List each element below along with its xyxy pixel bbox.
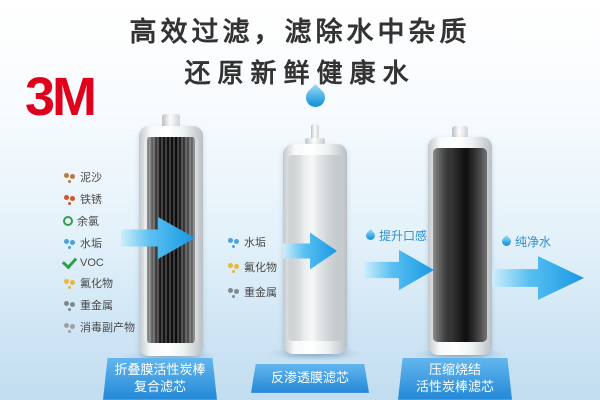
taste-improve-label: 提升口感 xyxy=(364,227,428,244)
list-item: 余氯 xyxy=(63,213,135,229)
contaminant-label: 氟化物 xyxy=(244,262,277,274)
contaminant-label: 消毒副产物 xyxy=(80,322,135,334)
contaminant-label: 铁锈 xyxy=(80,194,102,206)
fluoride-dots-icon xyxy=(63,277,76,289)
fluoride-dots-icon xyxy=(227,261,240,273)
pure-water-text: 纯净水 xyxy=(515,235,552,249)
flow-right-arrow-icon xyxy=(492,256,584,300)
caption-stage1: 折叠膜活性炭棒 复合滤芯 xyxy=(103,358,217,400)
title-line-2: 还原新鲜健康水 xyxy=(184,58,416,88)
contaminant-label: 余氯 xyxy=(77,216,99,228)
caption-stage2: 反渗透膜滤芯 xyxy=(251,364,369,393)
list-item: 氟化物 xyxy=(63,275,135,291)
list-item: 水垢 xyxy=(227,234,277,250)
heavy-metal-dots-icon xyxy=(63,299,76,311)
caption-line: 反渗透膜滤芯 xyxy=(270,370,349,385)
heavy-metal-dots-icon xyxy=(227,286,240,298)
list-item: 重金属 xyxy=(63,297,135,313)
contaminant-label: 水垢 xyxy=(80,238,102,250)
list-item: 消毒副产物 xyxy=(63,319,135,335)
title-line-1: 高效过滤，滤除水中杂质 xyxy=(129,17,471,47)
sediment-dots-icon xyxy=(63,171,76,183)
taste-improve-text: 提升口感 xyxy=(379,229,428,243)
contaminant-label: 泥沙 xyxy=(80,172,102,184)
flow-right-arrow-icon xyxy=(364,249,434,291)
byproducts-dots-icon xyxy=(63,321,76,333)
filter-cartridge-3 xyxy=(428,126,492,355)
contaminant-list-stage2: 水垢 氟化物 重金属 xyxy=(227,234,277,300)
filter-body xyxy=(428,137,492,355)
contaminant-label: 氟化物 xyxy=(80,278,113,290)
page-title: 高效过滤，滤除水中杂质 还原新鲜健康水 xyxy=(0,10,600,90)
caption-line: 复合滤芯 xyxy=(133,378,186,394)
contaminant-label: 水垢 xyxy=(244,237,266,249)
pure-water-label: 纯净水 xyxy=(500,233,552,250)
caption-stage3: 压缩烧结 活性炭棒滤芯 xyxy=(398,358,512,400)
scale-dots-icon xyxy=(63,237,76,249)
caption-line: 折叠膜活性炭棒 xyxy=(114,362,206,377)
list-item: VOC xyxy=(61,253,135,269)
brand-logo: 3M xyxy=(25,67,97,127)
contaminant-label: 重金属 xyxy=(244,287,277,299)
scale-dots-icon xyxy=(227,236,240,248)
list-item: 氟化物 xyxy=(227,259,277,275)
list-item: 重金属 xyxy=(227,284,277,300)
filter-stem xyxy=(452,126,468,137)
voc-check-icon xyxy=(61,253,78,269)
filter-collar xyxy=(305,138,325,144)
filter-core-window xyxy=(433,148,487,342)
caption-line: 压缩烧结 xyxy=(428,362,481,377)
list-item: 泥沙 xyxy=(63,169,135,185)
rust-dots-icon xyxy=(63,193,76,205)
contaminant-list-stage1: 泥沙 铁锈 余氯 水垢 VOC 氟化物 重金属 消毒副产物 xyxy=(61,169,135,335)
contaminant-label: 重金属 xyxy=(80,300,113,312)
chlorine-ring-icon xyxy=(63,216,73,226)
droplet-icon xyxy=(364,229,377,242)
list-item: 铁锈 xyxy=(63,191,135,207)
contaminant-label: VOC xyxy=(80,257,104,269)
filter-stem xyxy=(311,124,319,138)
filter-stem xyxy=(162,114,180,126)
droplet-icon xyxy=(500,235,513,248)
caption-line: 活性炭棒滤芯 xyxy=(415,378,494,394)
list-item: 水垢 xyxy=(63,235,135,251)
